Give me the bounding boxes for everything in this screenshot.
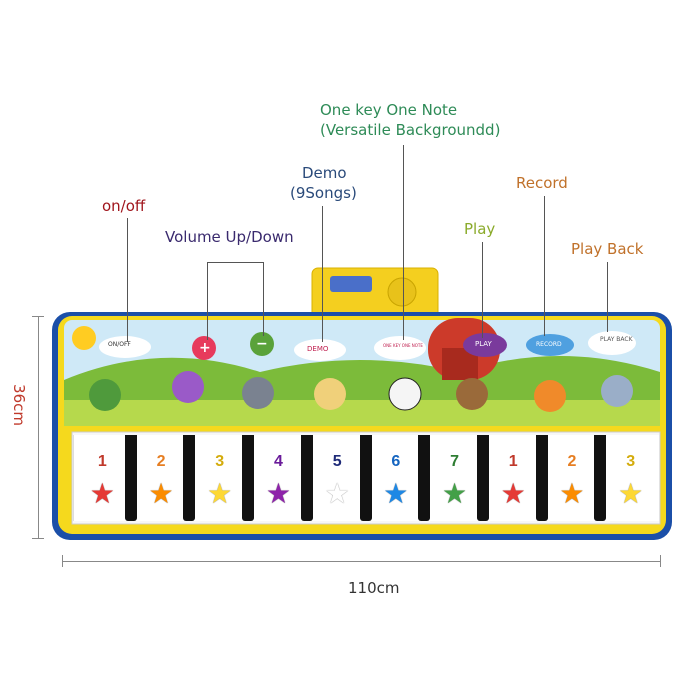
black-key [183, 435, 196, 521]
callout-line-play [482, 242, 483, 338]
key-number: 3 [626, 453, 636, 470]
piano-key: 5★ [307, 435, 366, 521]
callout-one-key: One key One Note [320, 101, 458, 119]
key-number: 4 [273, 453, 283, 470]
height-dimension-cap-bottom [32, 538, 44, 539]
callout-volume: Volume Up/Down [165, 228, 294, 246]
callout-demo-songs: (9Songs) [290, 184, 357, 202]
width-label: 110cm [348, 579, 400, 597]
mat-button-volume-down: − [256, 336, 268, 352]
black-key [359, 435, 372, 521]
callout-record: Record [516, 174, 568, 192]
callout-line-record [544, 196, 545, 336]
height-dimension-line [38, 316, 39, 538]
piano-key: 3★ [190, 435, 249, 521]
callout-line-demo [322, 206, 323, 342]
black-key [535, 435, 548, 521]
animal-characters [89, 371, 633, 412]
mat-button-record: RECORD [536, 341, 562, 348]
mat-button-one-key: ONE KEY ONE NOTE [383, 343, 423, 348]
callout-line-on-off [127, 218, 128, 342]
star-icon: ★ [618, 477, 644, 510]
key-number: 1 [97, 453, 107, 470]
grass [64, 400, 660, 426]
callout-line-volume [207, 262, 263, 263]
key-number: 1 [508, 453, 518, 470]
piano-key: 7★ [425, 435, 483, 521]
button-clouds [99, 331, 636, 361]
callout-play: Play [464, 220, 496, 238]
width-dimension-line [62, 561, 660, 562]
key-number: 7 [450, 453, 459, 470]
callout-on-off: on/off [102, 197, 146, 215]
star-icon: ★ [89, 477, 115, 510]
mat-button-volume-up: + [199, 340, 211, 356]
piano-key: 3★ [601, 435, 659, 521]
sun-icon [72, 326, 96, 350]
black-key [242, 435, 255, 521]
star-icon: ★ [383, 477, 409, 510]
star-icon: ★ [500, 477, 526, 510]
piano-key: 2★ [131, 435, 190, 521]
star-icon: ★ [324, 477, 350, 510]
key-number: 2 [567, 453, 577, 470]
key-number: 3 [215, 453, 225, 470]
piano-key: 1★ [483, 435, 542, 521]
callout-one-key-sub: (Versatile Backgroundd) [320, 121, 501, 139]
key-number: 2 [156, 453, 166, 470]
callout-line-one-key [403, 145, 404, 340]
width-dimension-cap-left [62, 555, 63, 567]
star-icon: ★ [148, 477, 174, 510]
mat-button-on-off: ON/OFF [108, 341, 131, 348]
mat-button-play-back: PLAY BACK [600, 336, 633, 343]
piano-key: 4★ [249, 435, 307, 521]
callout-demo: Demo [302, 164, 347, 182]
height-dimension-cap-top [32, 316, 44, 317]
piano-key: 6★ [366, 435, 425, 521]
star-icon: ★ [207, 477, 233, 510]
star-icon: ★ [441, 477, 468, 510]
key-number: 6 [391, 453, 401, 470]
black-key [476, 435, 489, 521]
width-dimension-cap-right [660, 555, 661, 567]
mat-button-play: PLAY [475, 340, 492, 348]
black-key [594, 435, 607, 521]
mat-button-demo: DEMO [307, 345, 329, 353]
piano-key: 1★ [73, 435, 131, 521]
height-label: 36cm [9, 384, 28, 426]
star-icon: ★ [265, 477, 291, 510]
key-number: 5 [332, 453, 342, 470]
star-icon: ★ [559, 477, 585, 510]
piano-key: 2★ [542, 435, 601, 521]
black-key [300, 435, 313, 521]
callout-line-play-back [607, 262, 608, 332]
callout-play-back: Play Back [571, 240, 644, 258]
black-key [418, 435, 431, 521]
black-key [124, 435, 137, 521]
